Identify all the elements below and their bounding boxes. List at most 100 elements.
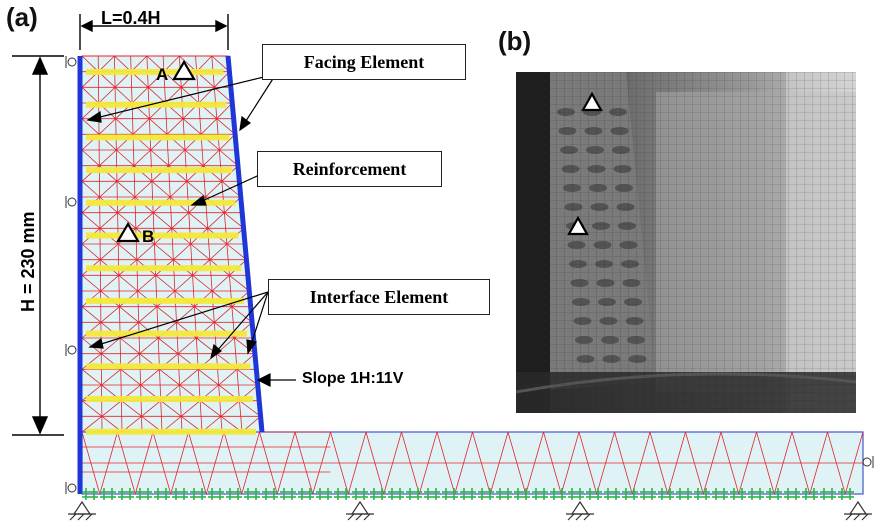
fixity-mark: [496, 488, 512, 500]
fixity-mark: [802, 488, 818, 500]
mesh-edge: [81, 212, 101, 229]
fixity-mark: [478, 488, 494, 500]
mesh-edge: [160, 400, 162, 417]
mesh-edge: [157, 337, 179, 354]
fixity-mark: [604, 488, 620, 500]
width-label: L=0.4H: [101, 8, 161, 28]
reinforcement-strip: [86, 297, 245, 304]
facing-leader: [243, 73, 277, 125]
mesh-edge: [199, 400, 202, 417]
mesh-edge: [160, 400, 182, 417]
photo-marker: [581, 91, 603, 112]
mesh-edge: [221, 181, 242, 198]
reinforcement-leader: [199, 171, 267, 203]
mesh-edge: [214, 306, 233, 323]
mesh-edge: [114, 87, 133, 104]
mesh-edge: [152, 212, 173, 229]
mesh-edge: [177, 337, 197, 354]
mesh-edge: [81, 384, 102, 401]
mesh-edge: [137, 275, 156, 292]
mesh-edge: [157, 337, 160, 354]
fixity-mark: [100, 488, 116, 500]
mesh-edge: [151, 181, 153, 198]
mesh-edge: [190, 243, 193, 260]
fixity-mark: [280, 488, 296, 500]
mesh-edge: [169, 181, 171, 198]
mesh-edge: [224, 212, 244, 229]
mesh-edge: [182, 118, 202, 135]
mesh-edge: [166, 118, 184, 135]
reinforcement-strip: [86, 199, 236, 206]
reinforcement-strip: [86, 232, 239, 239]
mesh-edge: [214, 71, 230, 88]
mesh-edge: [236, 369, 258, 386]
interface-leader: [215, 291, 269, 353]
roller-support: [65, 56, 77, 68]
pin-support: [68, 500, 96, 521]
interface-element-callout: Interface Element: [268, 279, 490, 315]
mesh-edge: [175, 306, 177, 323]
mesh-edge: [207, 212, 225, 229]
mesh-edge: [216, 118, 219, 135]
mesh-edge: [81, 87, 99, 104]
fixity-mark: [730, 488, 746, 500]
mesh-edge: [188, 212, 208, 229]
reinforcement-strip: [86, 167, 233, 174]
fixity-mark: [136, 488, 152, 500]
mesh-edge: [121, 400, 142, 417]
mesh-edge: [234, 337, 256, 354]
fixity-mark: [784, 488, 800, 500]
mesh-edge: [221, 165, 239, 182]
facing-element-callout: Facing Element: [262, 44, 466, 80]
mesh-edge: [190, 243, 211, 260]
fixity-mark: [820, 488, 836, 500]
mesh-edge: [208, 243, 211, 260]
fixity-mark: [712, 488, 728, 500]
mesh-edge: [194, 306, 215, 323]
mesh-edge: [100, 306, 120, 323]
mesh-edge: [81, 149, 100, 166]
fixity-mark: [658, 488, 674, 500]
mesh-edge: [195, 337, 198, 354]
mesh-edge: [81, 369, 102, 386]
reinforcement-strip: [86, 134, 230, 141]
mesh-edge: [178, 369, 181, 386]
mesh-edge: [200, 118, 218, 135]
mesh-edge: [149, 118, 151, 135]
mesh-edge: [218, 149, 221, 166]
mesh-edge: [98, 87, 116, 104]
reinforcement-strip: [86, 363, 251, 370]
mesh-edge: [216, 118, 236, 135]
mesh-edge: [174, 275, 193, 292]
point-a-marker: A: [156, 59, 196, 84]
mesh-edge: [173, 275, 176, 292]
roller-support: [862, 456, 874, 468]
mesh-edge: [81, 322, 102, 339]
mesh-edge: [213, 87, 216, 104]
mesh-edge: [138, 306, 158, 323]
photo-marker: [567, 215, 589, 236]
mesh-edge: [219, 400, 222, 417]
mesh-edge: [115, 118, 134, 135]
fixity-mark: [370, 488, 386, 500]
mesh-edge: [231, 306, 234, 323]
mesh-edge: [234, 337, 237, 354]
reinforcement-strip: [86, 428, 256, 435]
mesh-edge: [101, 400, 122, 417]
mesh-edge: [134, 181, 153, 198]
mesh-edge: [118, 275, 139, 292]
mesh-edge: [154, 243, 156, 260]
mesh-edge: [223, 212, 227, 229]
fixity-mark: [208, 488, 224, 500]
panel-b-label: (b): [498, 26, 532, 56]
pin-support: [346, 500, 374, 521]
mesh-edge: [139, 337, 159, 354]
reinforcement-layers: [86, 69, 256, 435]
mesh-edge: [136, 243, 155, 260]
fixity-mark: [82, 488, 98, 500]
fixity-mark: [676, 488, 692, 500]
mesh-edge: [155, 275, 157, 292]
mesh-edge: [219, 149, 239, 166]
mesh-edge: [147, 87, 150, 104]
mesh-edge: [173, 243, 191, 260]
